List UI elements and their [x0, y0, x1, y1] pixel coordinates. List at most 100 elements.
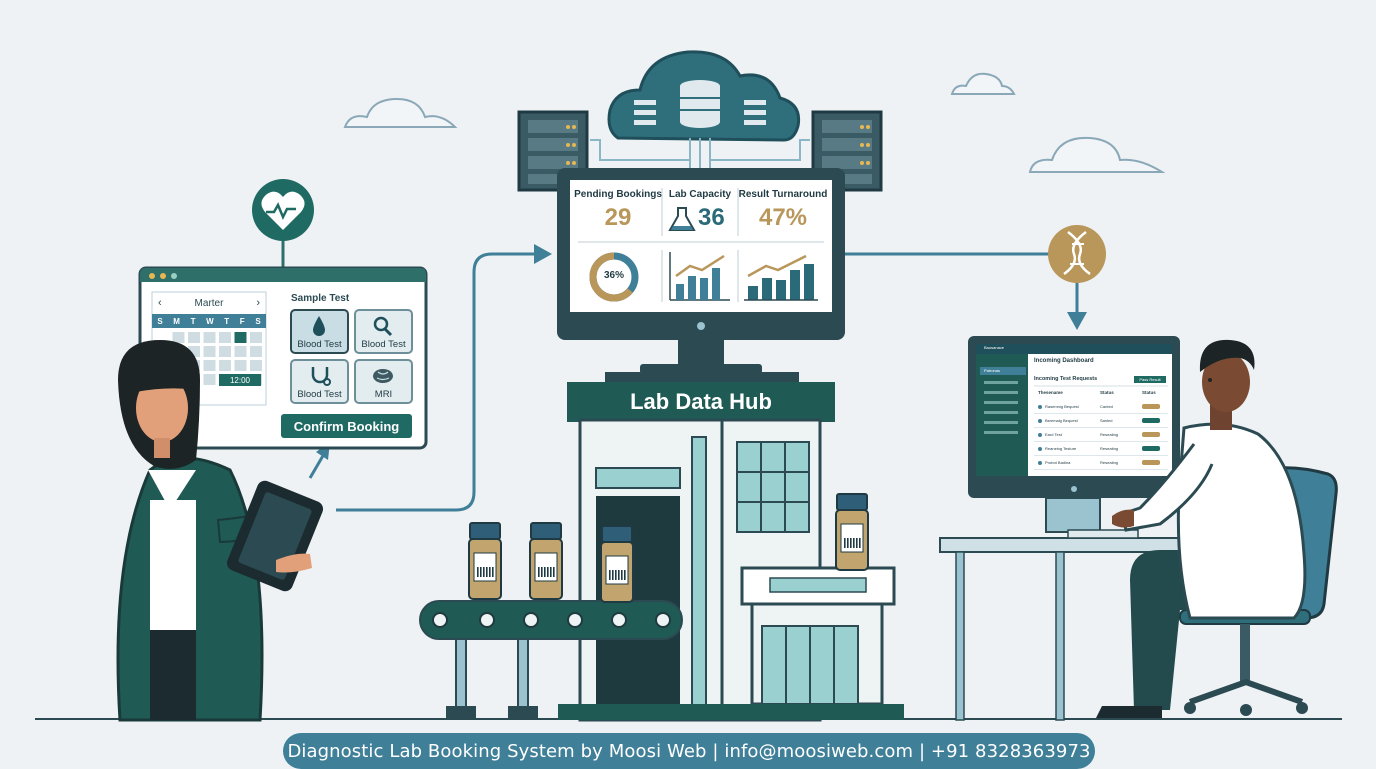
request-name: Reaneing Testure — [1045, 446, 1077, 451]
calendar-day[interactable] — [234, 346, 247, 357]
status-badge — [1142, 432, 1160, 437]
calendar-day[interactable] — [188, 332, 200, 343]
status-badge — [1142, 404, 1160, 409]
table-row[interactable]: Probot Badina Reseating — [1034, 456, 1168, 470]
calendar-day[interactable] — [250, 360, 262, 371]
status-badge — [1142, 418, 1160, 423]
staff-sidebar-title: Bausanave — [984, 345, 1005, 350]
calendar-day[interactable] — [203, 360, 216, 371]
calendar-day[interactable] — [250, 332, 262, 343]
lab-building — [558, 372, 904, 722]
request-status: Reseating — [1100, 460, 1119, 465]
hub-title: Lab Data Hub — [630, 389, 772, 414]
sample-vial — [835, 493, 869, 571]
lab-technician — [1096, 339, 1338, 718]
request-status: Reseating — [1100, 432, 1119, 437]
stethoscope-icon — [311, 367, 331, 386]
sample-vial — [468, 522, 502, 600]
selected-time-slot[interactable]: 12:00 — [219, 374, 261, 386]
weekday-label: T — [190, 317, 196, 326]
prev-month-button[interactable]: ‹ — [158, 297, 162, 309]
sample-vial — [529, 522, 563, 600]
metric-label-pending: Pending Bookings — [574, 189, 662, 200]
magnifier-icon — [373, 316, 393, 337]
calendar-day[interactable] — [203, 346, 216, 357]
user-icon — [1038, 432, 1042, 437]
test-option-blood-test[interactable]: Blood Test — [361, 339, 406, 350]
donut-label: 36% — [603, 270, 624, 281]
calendar-day[interactable] — [234, 332, 247, 343]
staff-monitor — [968, 336, 1180, 533]
weekday-label: S — [157, 317, 163, 326]
brain-icon — [373, 369, 393, 383]
weekday-label: F — [239, 317, 245, 326]
user-icon — [1038, 404, 1042, 409]
request-status: Canted — [1100, 404, 1113, 409]
bar-chart-icon — [669, 252, 730, 301]
metric-value-pending: 29 — [604, 204, 632, 231]
request-name: Eard Test — [1045, 432, 1062, 437]
cloud-database-icon — [607, 50, 801, 168]
calendar-day[interactable] — [203, 374, 216, 385]
donut-chart — [589, 252, 639, 302]
table-row[interactable]: Rasemnig Bequest Canted — [1034, 400, 1168, 414]
status-badge — [1142, 460, 1160, 465]
drop-icon — [313, 316, 325, 336]
calendar-day[interactable] — [234, 360, 247, 371]
weekday-label: W — [206, 317, 214, 326]
metric-value-turnaround: 47% — [758, 204, 808, 231]
bar-chart-icon — [744, 254, 818, 301]
sample-vial — [600, 525, 634, 603]
desk — [939, 529, 1209, 721]
calendar-day[interactable] — [188, 346, 200, 357]
cloud-icon — [1028, 136, 1166, 173]
staff-sidebar-active[interactable]: Patronas — [984, 368, 1001, 373]
confirm-booking-button[interactable]: Confirm Booking — [293, 418, 400, 434]
heart-pulse-icon — [252, 179, 314, 241]
calendar-day[interactable] — [219, 332, 231, 343]
test-option-blood-test[interactable]: Blood Test — [297, 389, 342, 400]
test-tiles — [290, 309, 413, 404]
request-name: Probot Badina — [1045, 460, 1071, 465]
pass-result-button[interactable]: Pass Result — [1139, 377, 1161, 382]
calendar-day[interactable] — [172, 332, 185, 343]
staff-dashboard-header: Incoming Dashboard — [1034, 358, 1094, 364]
next-month-button[interactable]: › — [256, 297, 260, 309]
request-status: Sanled — [1100, 418, 1113, 423]
connector-booking-hub — [336, 252, 546, 512]
table-row[interactable]: Eard Test Reseating — [1034, 428, 1168, 442]
test-option-blood-test[interactable]: Blood Test — [297, 339, 342, 350]
server-rack-left — [517, 110, 589, 192]
col-header-status: Status — [1100, 390, 1114, 395]
weekday-label: T — [224, 317, 230, 326]
request-status: Reseating — [1100, 446, 1119, 451]
hub-monitor — [557, 168, 845, 374]
user-icon — [1038, 446, 1042, 451]
table-row[interactable]: Reaneing Testure Reseating — [1034, 442, 1168, 456]
col-header-name: Thesename — [1038, 390, 1063, 395]
user-icon — [1038, 460, 1042, 465]
dna-icon — [1048, 225, 1106, 283]
metric-label-turnaround: Result Turnaround — [738, 189, 828, 200]
test-option-mri[interactable]: MRI — [374, 389, 393, 400]
col-header-status-2: Status — [1142, 390, 1156, 395]
cloud-icon — [343, 97, 458, 128]
calendar-day[interactable] — [219, 346, 231, 357]
metric-label-capacity: Lab Capacity — [668, 189, 732, 200]
request-name: Rasemnig Bequest — [1045, 404, 1079, 409]
sample-test-title: Sample Test — [291, 293, 350, 304]
connector-hub-staff — [845, 252, 1079, 314]
calendar-day[interactable] — [203, 332, 216, 343]
user-icon — [1038, 418, 1042, 423]
conveyor-belt — [419, 600, 683, 720]
weekday-label: S — [255, 317, 261, 326]
calendar-day[interactable] — [219, 360, 231, 371]
cloud-icon — [950, 72, 1016, 95]
calendar-month: Marter — [194, 297, 224, 309]
staff-sidebar — [984, 381, 1018, 434]
calendar-day[interactable] — [250, 346, 262, 357]
